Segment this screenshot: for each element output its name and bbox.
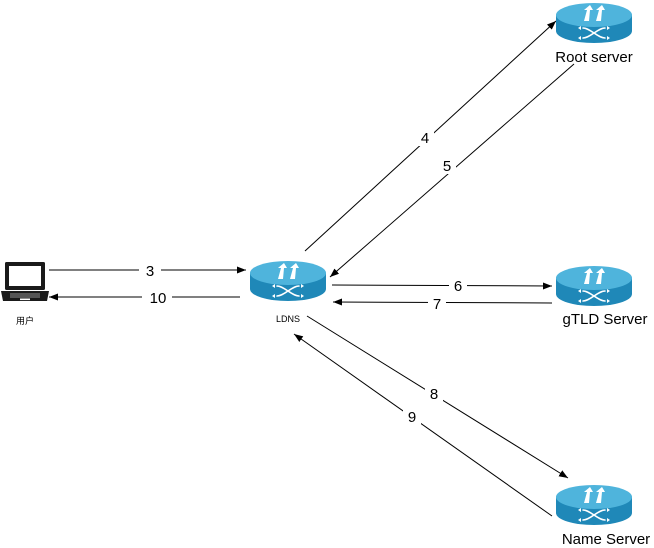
root-server-label: Root server [555,49,633,66]
router-icon [249,260,327,302]
ldns-node: LDNS [249,260,327,324]
gtld-server-node: gTLD Server [555,265,648,328]
laptop-icon [1,262,49,301]
router-icon [555,484,633,526]
router-icon [555,2,633,44]
step-8-label: 8 [430,386,438,403]
ldns-label: LDNS [276,314,300,324]
user-node: 用户 [1,262,49,326]
arrow-6 [331,282,553,290]
step-7-label: 7 [433,296,441,313]
root-server-node: Root server [555,2,633,66]
step-3-label: 3 [146,263,154,280]
gtld-server-label: gTLD Server [562,311,647,328]
step-10-label: 10 [150,290,167,307]
user-label: 用户 [16,315,34,326]
name-server-node: Name Server [555,484,650,548]
step-4-label: 4 [421,130,429,147]
name-server-label: Name Server [562,531,650,548]
step-9-label: 9 [408,409,416,426]
step-5-label: 5 [443,158,451,175]
arrow-9 [293,333,553,517]
step-6-label: 6 [454,278,462,295]
router-icon [555,265,633,307]
step-labels: 3 10 4 5 6 7 8 9 [139,128,467,426]
